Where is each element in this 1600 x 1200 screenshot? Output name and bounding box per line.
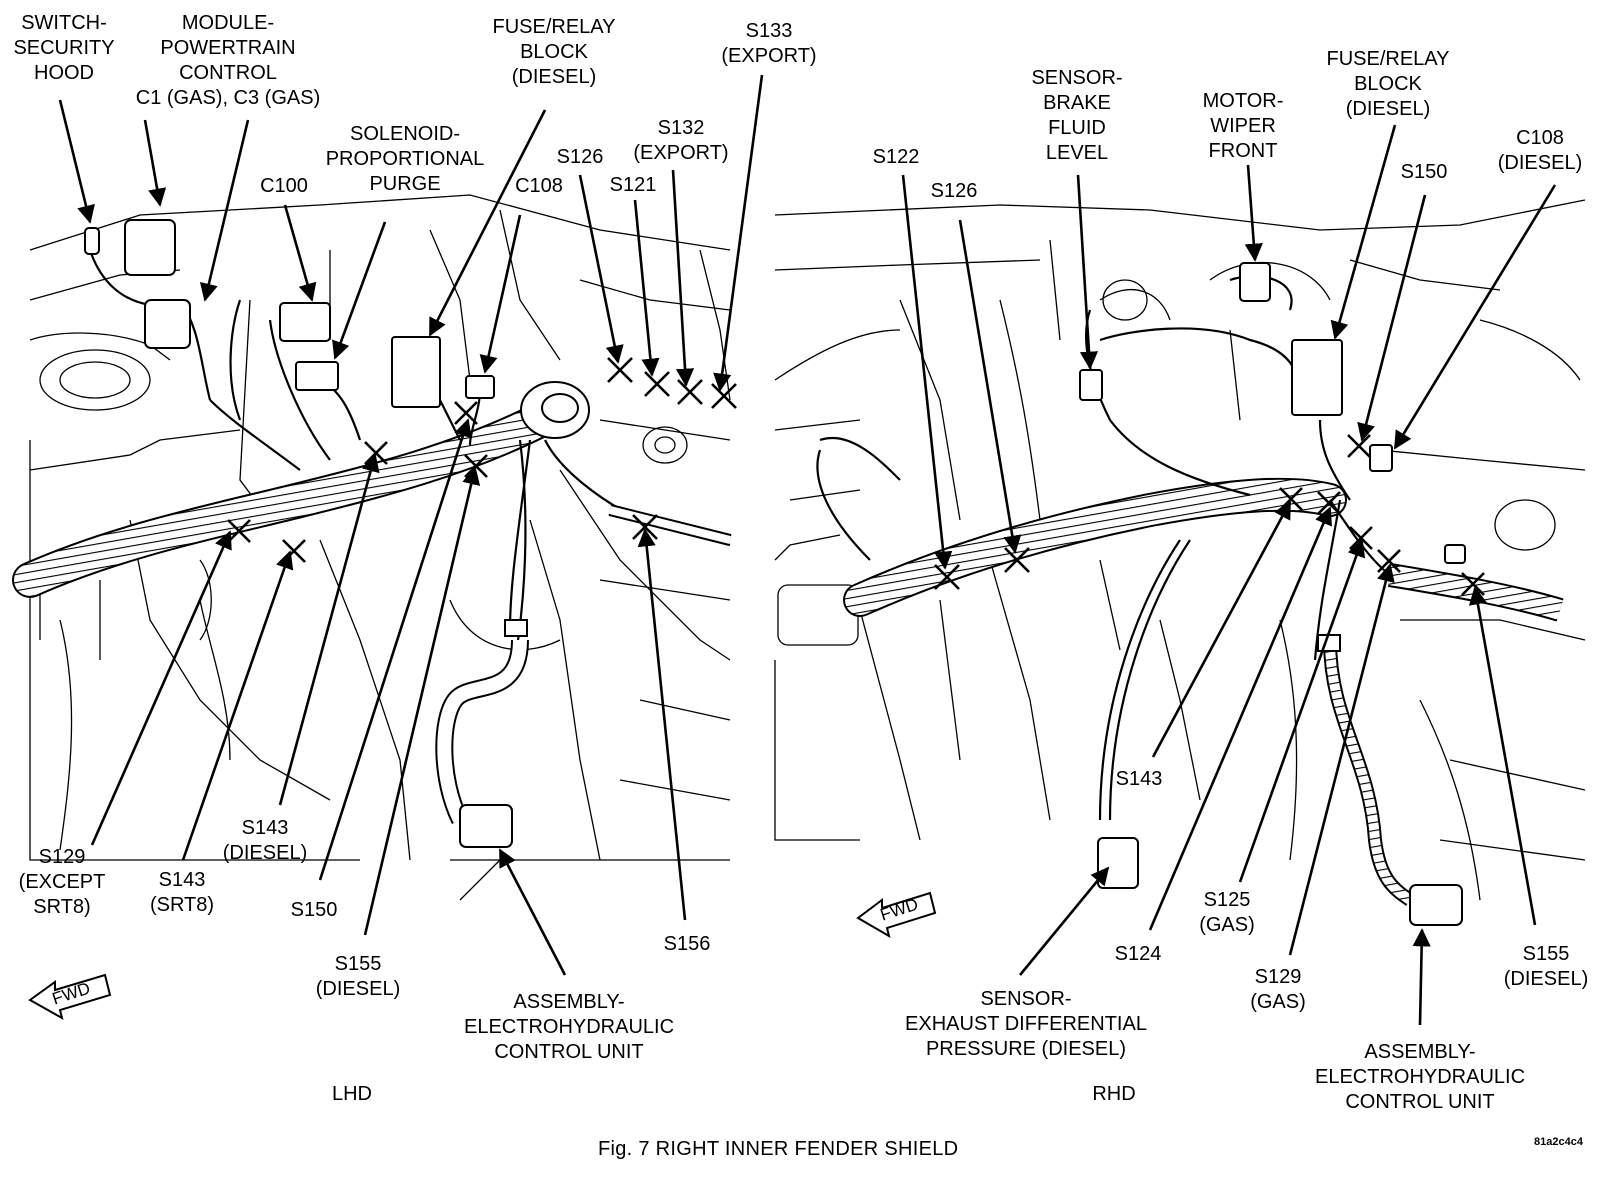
figure-caption: Fig. 7 RIGHT INNER FENDER SHIELD (598, 1138, 959, 1160)
label-view-lhd: LHD (331, 1083, 373, 1105)
label-rhd-fuse-relay-block: FUSE/RELAY BLOCK (DIESEL) (1326, 48, 1450, 120)
label-rhd-ehcu: ASSEMBLY- ELECTROHYDRAULIC CONTROL UNIT (1314, 1041, 1526, 1113)
label-rhd-s129: S129 (GAS) (1250, 966, 1306, 1013)
rhd-fuse-relay-block (1291, 339, 1343, 416)
lhd-components (84, 219, 528, 848)
rhd-c108-connector (1369, 444, 1393, 472)
label-rhd-s150: S150 (1400, 161, 1448, 183)
label-lhd-s156: S156 (663, 933, 711, 955)
c100-connector (279, 302, 331, 342)
label-rhd-s125: S125 (GAS) (1199, 889, 1255, 936)
lhd-fwd-arrow (28, 973, 112, 1021)
pcm-connector-c3 (144, 299, 191, 349)
label-c100: C100 (260, 175, 308, 197)
purge-solenoid (295, 361, 339, 391)
brake-fluid-sensor (1079, 369, 1103, 401)
label-motor-wiper-front: MOTOR- WIPER FRONT (1202, 90, 1284, 162)
exhaust-pressure-sensor (1097, 837, 1139, 889)
label-lhd-ehcu: ASSEMBLY- ELECTROHYDRAULIC CONTROL UNIT (463, 991, 675, 1063)
label-lhd-s143-srt8: S143 (SRT8) (149, 869, 215, 916)
lhd-splices (227, 357, 737, 563)
rhd-clip (1317, 634, 1341, 652)
label-module-powertrain-control: MODULE- POWERTRAIN CONTROL C1 (GAS), C3 … (135, 12, 321, 109)
label-view-rhd: RHD (1092, 1083, 1136, 1105)
label-rhd-s155: S155 (DIESEL) (1503, 943, 1589, 990)
rhd-ehcu-connector (1409, 884, 1463, 926)
wiper-motor-connector (1239, 262, 1271, 302)
figure-id-code: 81a2c4c4 (1534, 1136, 1583, 1148)
rhd-harness (816, 275, 1564, 906)
hood-switch (84, 227, 100, 255)
rhd-vehicle-body (774, 199, 1586, 901)
lhd-harness (12, 249, 732, 825)
label-solenoid-proportional-purge: SOLENOID- PROPORTIONAL PURGE (325, 123, 485, 195)
c108-connector (465, 375, 495, 399)
label-switch-security-hood: SWITCH- SECURITY HOOD (13, 12, 115, 84)
label-lhd-s126: S126 (556, 146, 604, 168)
label-sensor-brake-fluid-level: SENSOR- BRAKE FLUID LEVEL (1031, 67, 1123, 164)
label-rhd-s122: S122 (872, 146, 920, 168)
label-lhd-s150: S150 (290, 899, 338, 921)
label-lhd-s129: S129 (EXCEPT SRT8) (18, 846, 106, 918)
label-lhd-fuse-relay-block: FUSE/RELAY BLOCK (DIESEL) (492, 16, 616, 88)
label-rhd-s124: S124 (1114, 943, 1162, 965)
pcm-connector-c1 (124, 219, 176, 276)
lhd-fuse-relay-block (391, 336, 441, 408)
label-sensor-exhaust-differential-pressure: SENSOR- EXHAUST DIFFERENTIAL PRESSURE (D… (905, 988, 1147, 1060)
label-lhd-s143-diesel: S143 (DIESEL) (222, 817, 308, 864)
rhd-leaders (901, 124, 1557, 1026)
label-lhd-s155: S155 (DIESEL) (315, 953, 401, 1000)
label-rhd-s126: S126 (930, 180, 978, 202)
rhd-components (1079, 262, 1466, 926)
label-rhd-s143: S143 (1115, 768, 1163, 790)
label-lhd-s132: S132 (EXPORT) (633, 117, 729, 164)
lhd-ehcu-connector (459, 804, 513, 848)
rhd-small-connector (1444, 544, 1466, 564)
lhd-clip (504, 619, 528, 637)
rhd-fwd-arrow (856, 891, 937, 939)
label-lhd-s121: S121 (609, 174, 657, 196)
label-lhd-s133: S133 (EXPORT) (721, 20, 817, 67)
label-rhd-c108: C108 (DIESEL) (1497, 127, 1583, 174)
label-lhd-c108: C108 (515, 175, 563, 197)
lhd-leaders (58, 74, 764, 976)
